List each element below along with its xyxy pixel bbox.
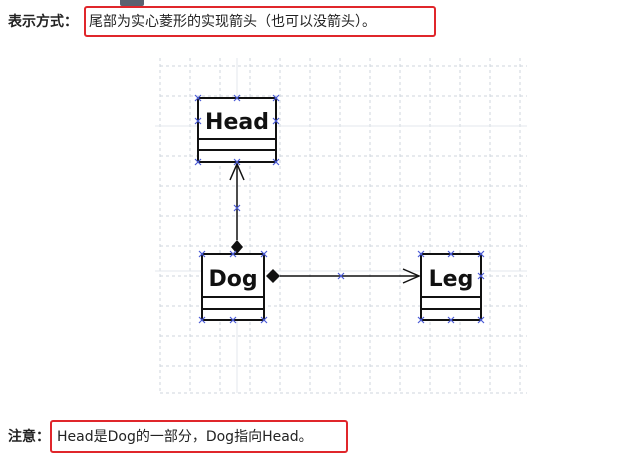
class-dog[interactable]: Dog	[201, 253, 265, 321]
uml-composition-diagram: Head Dog Leg	[155, 58, 527, 394]
note-text: Head是Dog的一部分，Dog指向Head。	[57, 429, 313, 445]
note-highlight-box	[50, 420, 348, 453]
composition-diamond-icon	[266, 269, 280, 283]
relation-dog-leg[interactable]	[266, 268, 421, 284]
intro-line: 表示方式：	[8, 12, 78, 32]
toolbar-badge	[120, 0, 144, 6]
note-label: 注意：	[8, 429, 50, 445]
relation-dog-head[interactable]	[229, 162, 245, 254]
class-head-name: Head	[205, 110, 269, 135]
intro-highlight-box	[84, 6, 436, 37]
composition-diamond-icon	[231, 240, 243, 254]
selection-handles	[194, 94, 485, 324]
class-leg[interactable]: Leg	[420, 253, 482, 321]
intro-label: 表示方式：	[8, 14, 78, 30]
class-dog-name: Dog	[208, 267, 257, 292]
class-leg-name: Leg	[429, 267, 474, 292]
intro-text: 尾部为实心菱形的实现箭头（也可以没箭头）。	[89, 14, 376, 30]
class-head[interactable]: Head	[197, 97, 277, 163]
note-line: 注意：	[8, 427, 50, 447]
